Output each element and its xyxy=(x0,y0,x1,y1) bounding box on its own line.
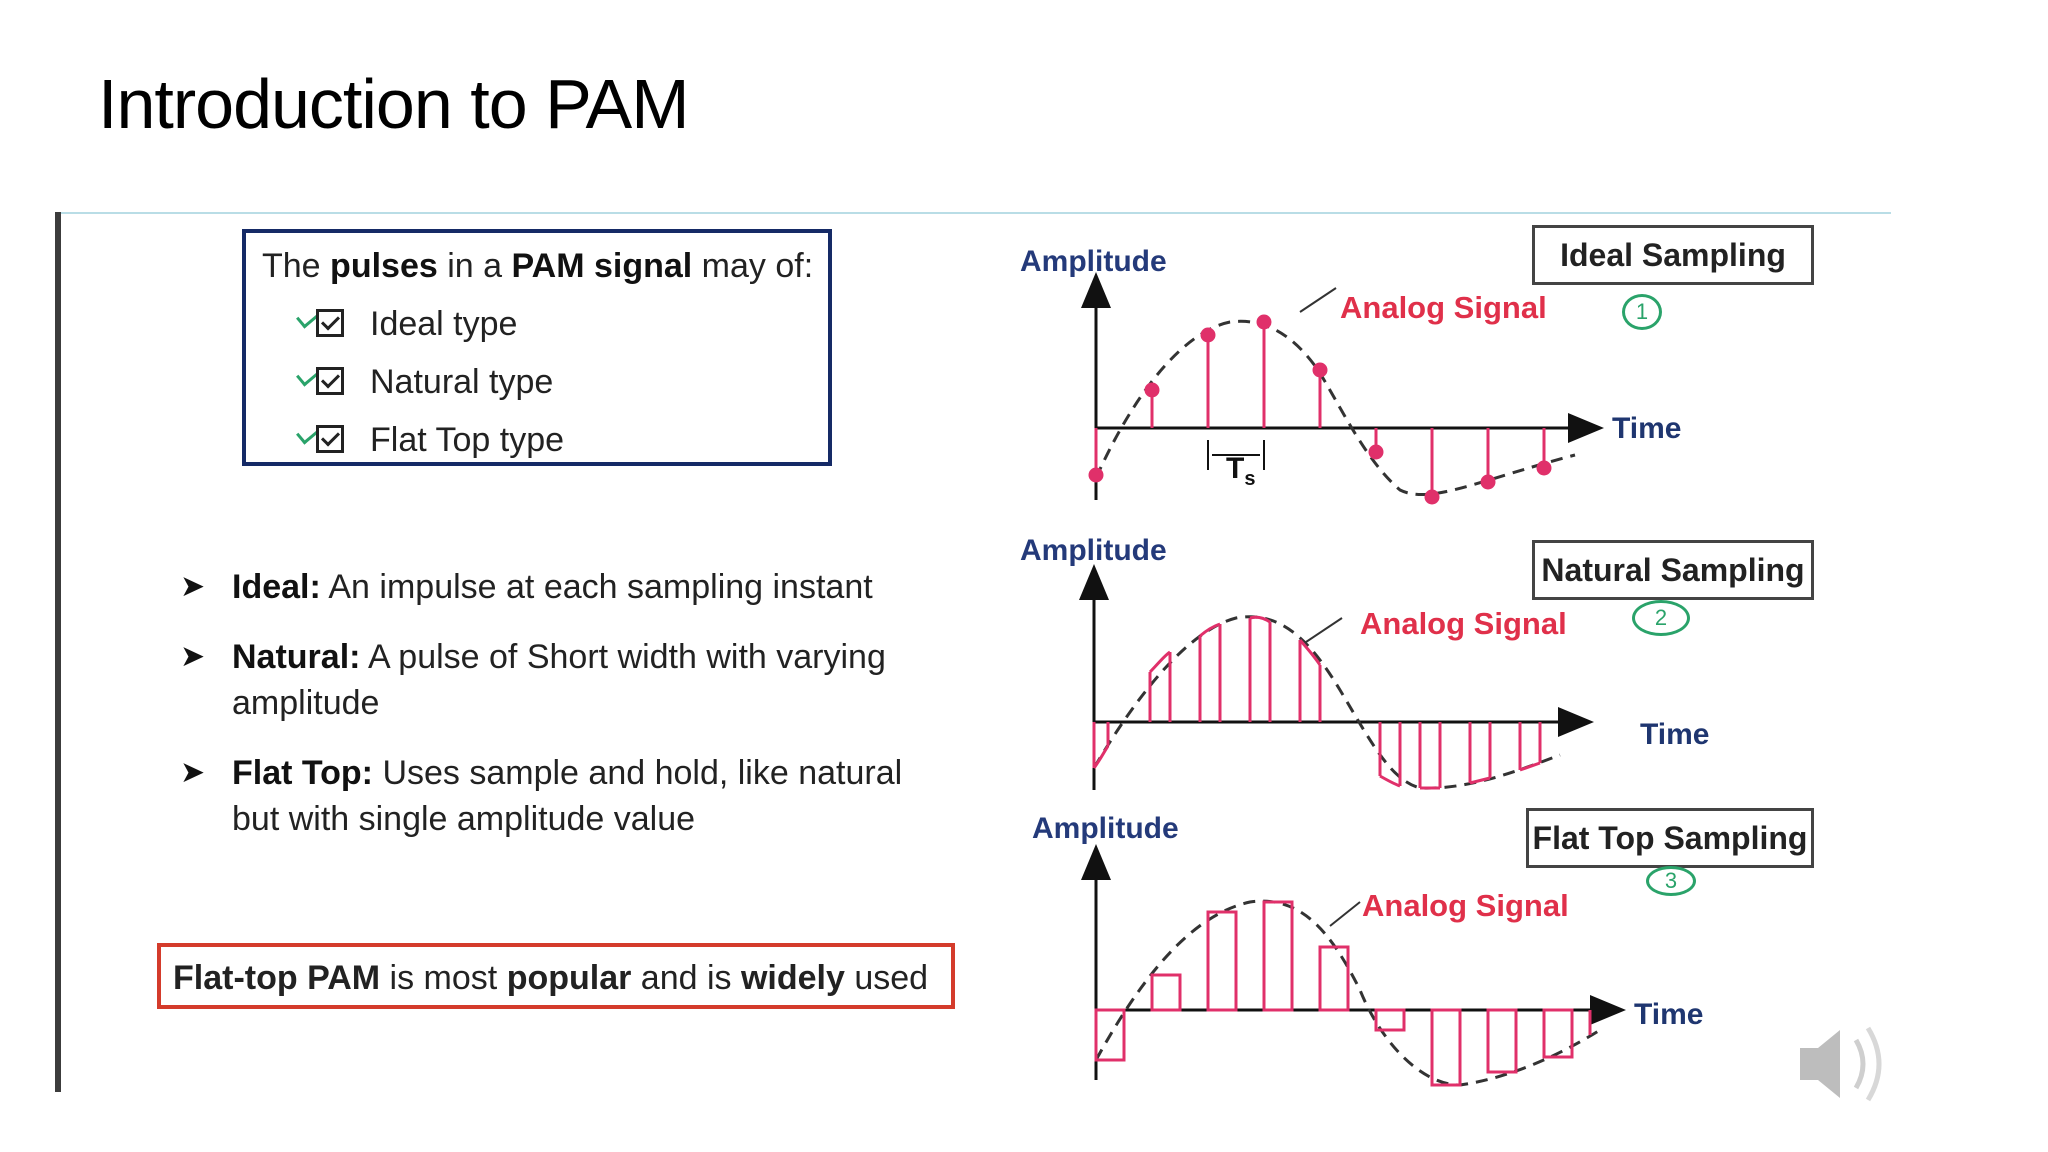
summary-bold: widely xyxy=(740,959,845,997)
left-accent-bar xyxy=(55,212,61,1092)
analog-signal-curve xyxy=(1094,899,1601,1087)
speaker-icon[interactable] xyxy=(1800,1026,1882,1102)
ts-subscript: s xyxy=(1244,468,1256,490)
heading-text: The xyxy=(262,247,331,285)
bullet-term: Flat Top: xyxy=(232,754,373,792)
time-label: Time xyxy=(1640,718,1710,751)
bullet-term: Natural: xyxy=(232,638,361,676)
checkbox-icon xyxy=(316,309,344,337)
ideal-sampling-label-box: Ideal Sampling xyxy=(1532,225,1814,285)
summary-box: Flat-top PAM is most popular and is wide… xyxy=(157,943,955,1009)
natural-sampling-label-box: Natural Sampling xyxy=(1532,540,1814,600)
top-divider xyxy=(56,212,1891,214)
arrowhead-bullet-icon: ➤ xyxy=(180,640,206,673)
pulse-types-heading: The pulses in a PAM signal may of: xyxy=(262,247,813,286)
ideal-impulses xyxy=(1088,314,1552,505)
heading-bold-pulses: pulses xyxy=(330,247,438,285)
annotation-number-circle: 3 xyxy=(1646,866,1696,896)
pulse-types-box: The pulses in a PAM signal may of: Ideal… xyxy=(242,229,832,466)
annotation-number-circle: 1 xyxy=(1622,294,1662,330)
pulse-type-label: Natural type xyxy=(370,363,554,401)
summary-plain: and is xyxy=(631,959,741,997)
flat-top-pulses xyxy=(1094,900,1592,1087)
slide-title: Introduction to PAM xyxy=(98,65,690,143)
checkbox-icon xyxy=(316,425,344,453)
pulse-type-label: Ideal type xyxy=(370,305,518,343)
summary-plain: is most xyxy=(380,959,507,997)
bullet-text: Uses sample and hold, like natural but w… xyxy=(232,754,903,838)
ts-marker xyxy=(1207,440,1265,470)
time-label: Time xyxy=(1612,412,1682,445)
annotation-number-circle: 2 xyxy=(1632,600,1690,636)
heading-bold-pam: PAM signal xyxy=(511,247,693,285)
analog-signal-label: Analog Signal xyxy=(1362,888,1569,923)
analog-signal-curve xyxy=(1092,615,1561,790)
amplitude-label: Amplitude xyxy=(1032,812,1179,845)
natural-sampling-plot xyxy=(1079,564,1594,790)
ts-label: Ts xyxy=(1226,452,1255,491)
natural-pulses xyxy=(1092,615,1542,790)
summary-plain: used xyxy=(844,959,929,997)
analog-signal-curve xyxy=(1094,319,1576,497)
pulse-type-ideal: Ideal type xyxy=(296,305,518,344)
bullet-text: An impulse at each sampling instant xyxy=(320,568,873,606)
checkbox-icon xyxy=(316,367,344,395)
analog-signal-label: Analog Signal xyxy=(1360,606,1567,641)
pulse-type-label: Flat Top type xyxy=(370,421,565,459)
flat-top-sampling-plot xyxy=(1081,844,1626,1087)
bullet-term: Ideal: xyxy=(232,568,321,606)
heading-text: in a xyxy=(437,247,512,285)
summary-bold: popular xyxy=(506,959,632,997)
time-label: Time xyxy=(1634,998,1704,1031)
bullet-text: A pulse of Short width with varying ampl… xyxy=(232,638,886,722)
ideal-sampling-plot xyxy=(1081,272,1604,505)
pulse-type-natural: Natural type xyxy=(296,363,554,402)
summary-text: Flat-top PAM is most popular and is wide… xyxy=(173,959,928,998)
flat-top-sampling-label-box: Flat Top Sampling xyxy=(1526,808,1814,868)
heading-text: may of: xyxy=(692,247,814,285)
summary-bold: Flat-top PAM xyxy=(173,959,381,997)
pulse-type-flat-top: Flat Top type xyxy=(296,421,565,460)
analog-signal-label: Analog Signal xyxy=(1340,290,1547,325)
amplitude-label: Amplitude xyxy=(1020,534,1167,567)
ts-symbol: T xyxy=(1226,452,1245,485)
arrowhead-bullet-icon: ➤ xyxy=(180,756,206,789)
amplitude-label: Amplitude xyxy=(1020,245,1167,278)
arrowhead-bullet-icon: ➤ xyxy=(180,570,206,603)
